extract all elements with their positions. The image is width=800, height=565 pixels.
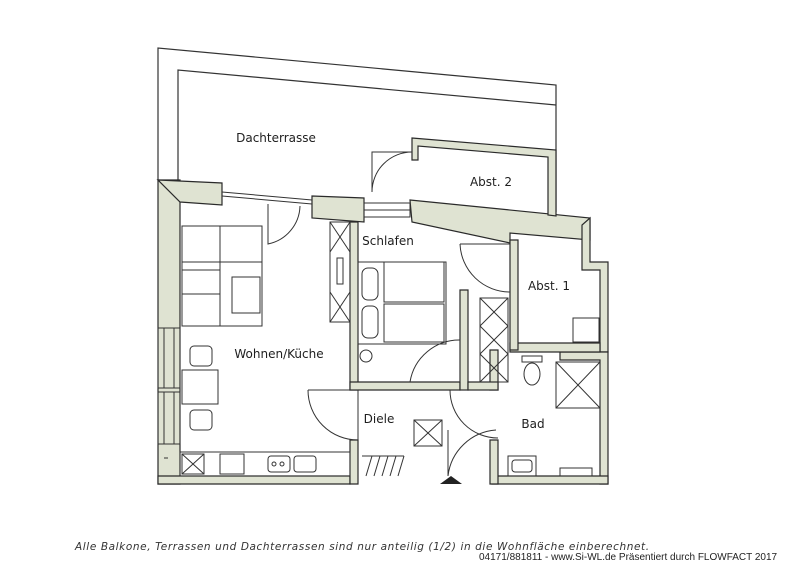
wall-right-upper — [581, 216, 609, 353]
doors — [267, 151, 511, 477]
bed-icon — [357, 261, 447, 363]
room-label-abst2: Abst. 2 — [470, 175, 512, 189]
wall-interior-8 — [489, 439, 499, 485]
credit-text: 04171/881811 - www.Si-WL.de Präsentiert … — [479, 552, 778, 563]
wall-left — [157, 179, 181, 485]
walls — [156, 137, 609, 485]
footnote-text: Alle Balkone, Terrassen und Dachterrasse… — [75, 541, 650, 553]
windows — [157, 191, 411, 445]
terrace-outline — [157, 47, 557, 212]
wall-bottom-right — [491, 475, 609, 485]
room-label-schlafen: Schlafen — [362, 234, 414, 248]
room-label-bad: Bad — [521, 417, 544, 431]
room-label-diele: Diele — [364, 412, 395, 426]
kitchen-counter-icon — [179, 451, 351, 477]
wall-top-middle — [311, 195, 365, 223]
wall-right-lower — [559, 351, 609, 485]
wall-interior-5 — [509, 342, 601, 353]
wall-top-right — [409, 199, 591, 244]
wall-interior-6 — [509, 239, 519, 351]
wall-top-left — [156, 179, 223, 206]
dining-set-icon — [181, 345, 219, 431]
room-label-wohnen: Wohnen/Küche — [234, 347, 323, 361]
wardrobe-icon — [329, 221, 509, 383]
entrance-arrow-icon — [440, 476, 462, 484]
room-label-dachterrasse: Dachterrasse — [236, 131, 316, 145]
room-label-abst1: Abst. 1 — [528, 279, 570, 293]
wall-interior-9 — [467, 381, 499, 391]
wall-interior-3 — [349, 381, 461, 391]
storage-box-icon — [572, 317, 600, 343]
diele-fixtures-icon — [362, 419, 443, 477]
wall-abst2 — [411, 137, 557, 217]
wall-interior-4 — [459, 289, 469, 391]
wall-interior-2 — [349, 439, 359, 485]
bathroom-fixtures-icon — [507, 355, 601, 477]
wall-bottom — [157, 475, 351, 485]
wall-interior-1 — [349, 221, 359, 391]
sofa-icon — [181, 225, 263, 327]
